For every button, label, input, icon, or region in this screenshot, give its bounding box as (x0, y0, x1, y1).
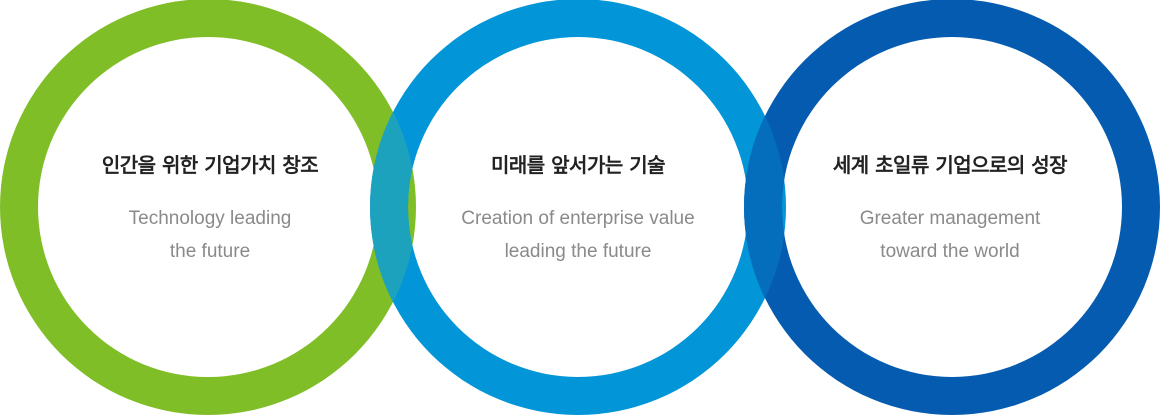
value-card-1: 인간을 위한 기업가치 창조 Technology leading the fu… (40, 150, 380, 268)
card-title: 세계 초일류 기업으로의 성장 (832, 153, 1068, 177)
value-card-2: 미래를 앞서가는 기술 Creation of enterprise value… (408, 150, 748, 268)
card-description: Technology leading the future (40, 202, 380, 268)
card-description-line: toward the world (880, 241, 1020, 262)
card-title: 인간을 위한 기업가치 창조 (101, 153, 319, 177)
card-description-line: Technology leading (128, 208, 292, 229)
card-title: 미래를 앞서가는 기술 (490, 153, 666, 177)
card-description-line: Creation of enterprise value (461, 208, 695, 229)
card-description-line: leading the future (504, 241, 652, 262)
card-description: Greater management toward the world (780, 202, 1120, 268)
card-description-line: Greater management (859, 208, 1041, 229)
card-description: Creation of enterprise value leading the… (408, 202, 748, 268)
card-description-line: the future (169, 241, 251, 262)
value-card-3: 세계 초일류 기업으로의 성장 Greater management towar… (780, 150, 1120, 268)
